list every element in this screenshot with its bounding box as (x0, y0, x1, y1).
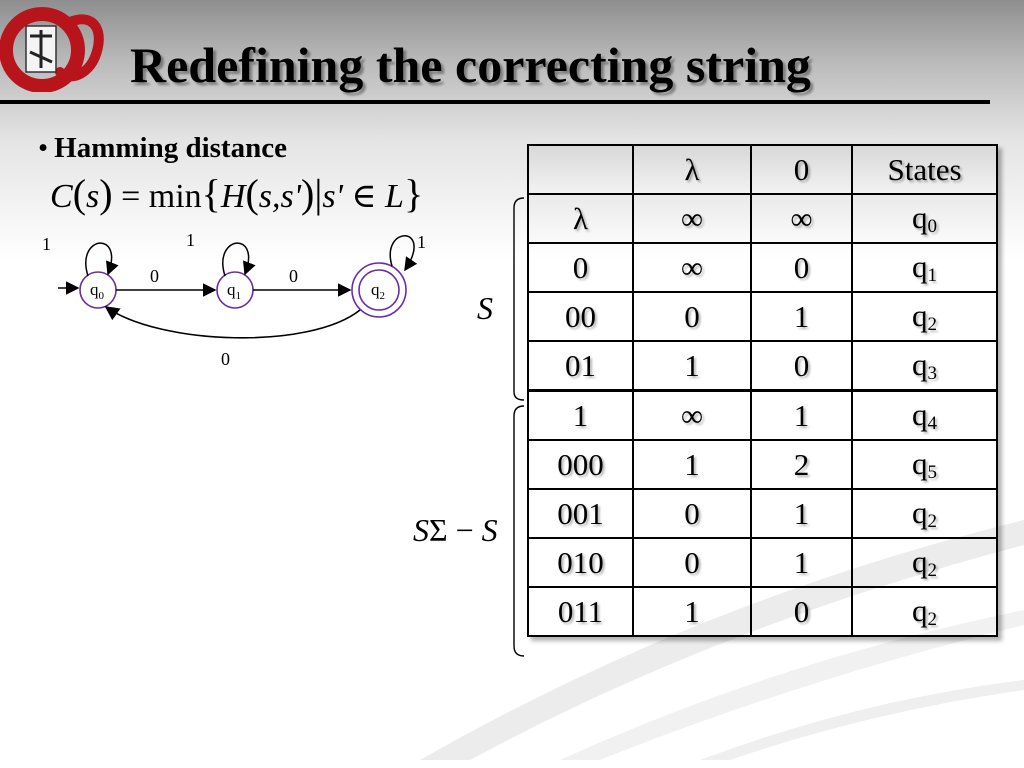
formula-args: s,s' (258, 178, 301, 215)
loop-label-q0: 1 (42, 234, 51, 254)
formula-function-h: H (220, 178, 246, 215)
label-s-sigma-minus-s: SΣ − S (413, 512, 498, 548)
header-lambda: λ (632, 144, 752, 195)
state-q0-label: q0 (90, 280, 105, 302)
formula-cond-var: s' (322, 178, 343, 215)
header-zero: 0 (750, 144, 853, 195)
table-row: λ ∞ ∞ q0 (527, 193, 998, 244)
edge-label-q1-q2: 0 (289, 266, 298, 286)
label-s: S (477, 290, 493, 326)
loop-q0 (85, 242, 119, 277)
table-row: 00 0 1 q2 (527, 291, 998, 342)
table-row: 001 0 1 q2 (527, 488, 998, 539)
table-row: 1 ∞ 1 q4 (527, 389, 998, 441)
formula-arg-s: s (86, 178, 100, 215)
table-row: 0 ∞ 0 q1 (527, 242, 998, 293)
state-table: λ 0 States λ ∞ ∞ q0 0 ∞ 0 q1 00 0 1 q2 0… (527, 144, 998, 637)
table-row: 011 1 0 q2 (527, 586, 998, 637)
table-row: 01 1 0 q3 (527, 340, 998, 392)
bullet-dot-icon: • (38, 132, 49, 164)
table-row: 010 0 1 q2 (527, 537, 998, 588)
header-states: States (851, 144, 998, 195)
loop-q1 (222, 242, 256, 277)
table-row: 000 1 2 q5 (527, 439, 998, 490)
bullet-item: •Hamming distance (38, 132, 287, 165)
loop-label-q2: 1 (417, 232, 426, 252)
formula-equals: = (121, 178, 141, 215)
loop-q2 (389, 235, 418, 272)
formula-set-l: L (385, 178, 404, 215)
edge-q2-q0 (104, 306, 361, 339)
edge-label-q2-q0: 0 (221, 349, 230, 369)
state-q1-label: q1 (227, 280, 241, 302)
state-q2-label: q2 (371, 280, 385, 302)
automaton-diagram: q0 q1 q2 1 1 1 0 0 0 (42, 230, 426, 369)
loop-label-q1: 1 (186, 230, 195, 250)
title-underline (0, 100, 990, 104)
brace-s-sigma-minus-s (513, 405, 525, 657)
formula-function-c: C (50, 178, 73, 215)
formula-min: min (148, 178, 202, 215)
bullet-text: Hamming distance (54, 132, 287, 164)
header-empty (527, 144, 634, 195)
state-q2 (358, 269, 400, 311)
brace-s (513, 197, 525, 401)
edge-label-q0-q1: 0 (150, 266, 159, 286)
table-header-row: λ 0 States (527, 144, 998, 195)
slide-title: Redefining the correcting string (130, 37, 811, 93)
formula-member: ∈ (351, 178, 377, 215)
hamming-formula: C(s) = min{H(s,s')|s' ∈ L} (50, 171, 424, 216)
university-logo-icon (0, 7, 104, 92)
